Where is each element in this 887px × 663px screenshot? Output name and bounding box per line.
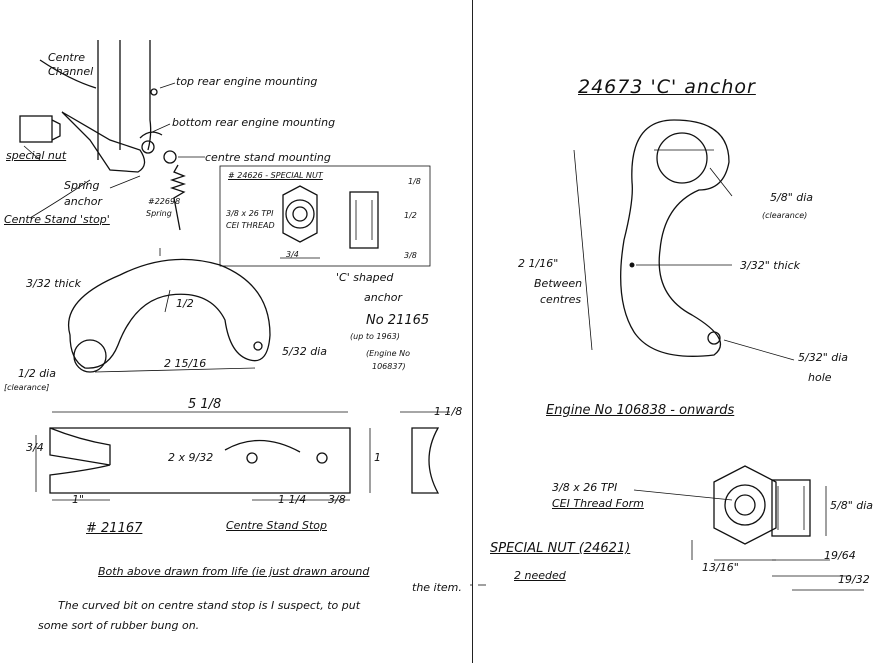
label-up-to: (up to 1963): [350, 332, 400, 341]
label-dim-1in: 1": [72, 493, 85, 506]
label-spring-word: Spring: [146, 209, 172, 218]
inset-thread: 3/8 x 26 TPI: [226, 209, 274, 218]
note-line-2: some sort of rubber bung on.: [38, 619, 200, 632]
stop-end-view: [411, 427, 440, 494]
left-page: Centre Channel top rear engine mounting …: [4, 0, 473, 663]
label-anchor: anchor: [64, 195, 102, 208]
stand-mount-hole: [163, 150, 177, 164]
label-centre: Centre: [48, 51, 86, 64]
label-height-right: 1: [374, 451, 381, 464]
label-end-dim: 1 1/8: [434, 405, 463, 418]
right-page-drawing: [478, 119, 864, 591]
nut-hex: [713, 465, 777, 545]
top-mount-hole: [150, 88, 158, 96]
right-title: 24673 'C' anchor: [578, 76, 756, 98]
label-between: Between: [534, 277, 583, 290]
anchor-hole: [141, 140, 155, 154]
nut-inner-circle: [734, 494, 756, 516]
label-centre-stand-stop-2: Centre Stand Stop: [226, 519, 328, 532]
small-hole: [707, 331, 721, 345]
label-thread: 3/8 x 26 TPI: [552, 481, 618, 494]
label-height-left: 3/4: [26, 441, 44, 454]
label-engine-number: 106837): [372, 362, 406, 371]
stand-stop-outline: [49, 427, 351, 494]
nut-side-view: [771, 479, 811, 537]
label-small-dia: 5/32" dia: [798, 351, 849, 364]
label-centre-stand-mounting: centre stand mounting: [205, 151, 331, 164]
note-both-above: Both above drawn from life (ie just draw…: [98, 565, 370, 578]
inset-nut-inner: [292, 206, 308, 222]
nut-outer-circle: [724, 484, 766, 526]
note-line-1: The curved bit on centre stand stop is I…: [58, 599, 361, 612]
left-page-drawing: [19, 40, 472, 586]
label-dim-19-64: 19/64: [824, 549, 856, 562]
c-anchor-outline: [68, 258, 271, 369]
stop-hole-1: [246, 452, 258, 464]
label-thick: 3/32" thick: [740, 259, 801, 272]
label-thick: 3/32 thick: [26, 277, 81, 290]
label-c-shaped: 'C' shaped: [336, 271, 394, 284]
label-centers: 2 15/16: [164, 357, 207, 370]
centre-channel-lines: [97, 40, 152, 160]
label-between-dim: 2 1/16": [518, 257, 559, 270]
label-dia: 5/8" dia: [770, 191, 814, 204]
inset-title: # 24626 - SPECIAL NUT: [228, 171, 323, 180]
inset-dim-hex: 3/4: [286, 250, 299, 259]
right-page: 24673 'C' anchor 5/8" dia (clearance) 3/…: [474, 0, 887, 663]
large-hole: [73, 339, 107, 373]
label-centre-stand-stop: Centre Stand 'stop': [4, 213, 110, 226]
label-engine-no: (Engine No: [366, 349, 410, 358]
inset-box: [219, 165, 431, 267]
inset-dim-bottom: 3/8: [404, 251, 417, 260]
label-holes: 2 x 9/32: [168, 451, 214, 464]
label-clearance: [clearance]: [4, 383, 50, 392]
label-dim-5-8: 5/8" dia: [830, 499, 874, 512]
label-needed: 2 needed: [514, 569, 566, 582]
label-overall-length: 5 1/8: [188, 397, 222, 412]
small-hole: [253, 341, 263, 351]
inset-dim-right: 1/2: [404, 211, 417, 220]
label-half-dia: 1/2 dia: [18, 367, 56, 380]
spring: [169, 164, 187, 231]
label-spring-part: #22698: [148, 197, 181, 206]
label-half-inch: 1/2: [176, 297, 194, 310]
label-part-21165: No 21165: [366, 313, 430, 328]
label-bottom-rear-mount: bottom rear engine mounting: [172, 116, 336, 129]
label-dim-1-quarter: 1 1/4: [278, 493, 307, 506]
inset-thread-form: CEI THREAD: [226, 221, 275, 230]
label-channel: Channel: [48, 65, 94, 78]
note-the-item: the item.: [412, 581, 462, 594]
inset-side-view: [349, 191, 379, 249]
channel-leader: [39, 59, 97, 89]
inset-nut-outer: [285, 199, 315, 229]
label-dim-3-8: 3/8: [328, 493, 346, 506]
inset-hex: [282, 185, 318, 243]
anchor-bracket: [61, 111, 146, 173]
label-c-anchor: anchor: [364, 291, 402, 304]
label-special-nut: SPECIAL NUT (24621): [490, 541, 631, 556]
label-clearance: (clearance): [762, 211, 808, 220]
label-thread-form: CEI Thread Form: [552, 497, 644, 510]
label-part-21167: # 21167: [86, 521, 143, 536]
c-anchor-outline: [620, 119, 730, 357]
label-centres: centres: [540, 293, 582, 306]
label-hole: hole: [808, 371, 832, 384]
inset-dim-top: 1/8: [408, 177, 421, 186]
label-across-flats: 13/16": [702, 561, 739, 574]
label-special-nut: special nut: [6, 149, 67, 162]
label-dim-19-32: 19/32: [838, 573, 870, 586]
label-spring: Spring: [64, 179, 100, 192]
large-hole: [656, 132, 708, 184]
special-nut-sketch: [19, 115, 53, 143]
stop-hole-2: [316, 452, 328, 464]
label-engine-no: Engine No 106838 - onwards: [546, 403, 735, 418]
label-five-32-dia: 5/32 dia: [282, 345, 327, 358]
label-top-rear-mount: top rear engine mounting: [176, 75, 318, 88]
